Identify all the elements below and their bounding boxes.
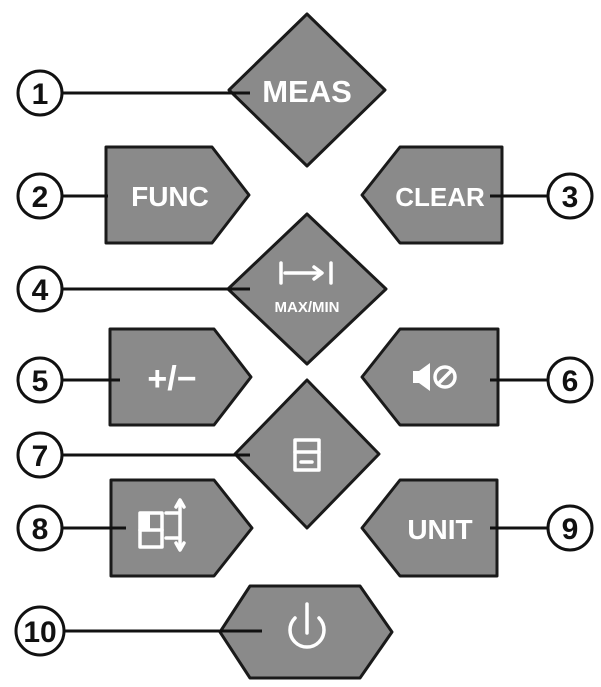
power-key[interactable] xyxy=(218,584,394,680)
memory-key-shape[interactable] xyxy=(233,378,381,530)
callout-5-number: 5 xyxy=(32,365,49,398)
continuous-measure-icon xyxy=(279,261,333,285)
callout-9: 9 xyxy=(490,504,594,552)
memory-icon xyxy=(293,438,321,472)
sound-off-key[interactable] xyxy=(360,327,500,427)
callout-8: 8 xyxy=(16,504,126,552)
callout-3-number: 3 xyxy=(562,181,579,214)
meas-key-label: MEAS xyxy=(262,74,352,109)
unit-key[interactable]: UNIT xyxy=(360,478,499,578)
callout-4: 4 xyxy=(16,265,250,313)
max-min-key-label: MAX/MIN xyxy=(275,299,340,316)
meas-key-shape[interactable] xyxy=(227,12,387,168)
unit-key-shape[interactable] xyxy=(360,478,499,578)
clear-key-shape[interactable] xyxy=(360,145,504,245)
clear-key[interactable]: CLEAR xyxy=(360,145,504,245)
func-key-shape[interactable] xyxy=(104,145,251,245)
callout-3: 3 xyxy=(490,172,594,220)
callout-10: 10 xyxy=(14,605,262,657)
clear-key-label: CLEAR xyxy=(395,182,485,212)
callout-1: 1 xyxy=(16,69,250,117)
callout-1-number: 1 xyxy=(32,78,49,111)
max-min-key[interactable]: MAX/MIN xyxy=(226,212,388,366)
plus-minus-key-label: +/− xyxy=(147,360,196,398)
callout-6-number: 6 xyxy=(562,365,579,398)
callout-10-number: 10 xyxy=(23,616,56,649)
callout-7: 7 xyxy=(16,431,250,479)
func-key-label: FUNC xyxy=(131,181,209,212)
memory-key[interactable] xyxy=(233,378,381,530)
callout-2: 2 xyxy=(16,172,108,220)
callout-7-number: 7 xyxy=(32,440,49,473)
plus-minus-key[interactable]: +/− xyxy=(108,327,253,427)
meas-key[interactable]: MEAS xyxy=(227,12,387,168)
reference-key[interactable] xyxy=(109,478,254,578)
callout-9-number: 9 xyxy=(562,513,579,546)
callout-4-number: 4 xyxy=(32,274,49,307)
callout-8-number: 8 xyxy=(32,513,49,546)
callout-5: 5 xyxy=(16,356,120,404)
power-icon xyxy=(288,602,326,649)
max-min-key-shape[interactable] xyxy=(226,212,388,366)
speaker-mute-icon xyxy=(413,363,457,391)
unit-key-label: UNIT xyxy=(407,514,472,545)
reference-point-icon xyxy=(138,498,186,552)
plus-minus-key-shape[interactable] xyxy=(108,327,253,427)
func-key[interactable]: FUNC xyxy=(104,145,251,245)
callout-6: 6 xyxy=(490,356,594,404)
callout-2-number: 2 xyxy=(32,181,49,214)
